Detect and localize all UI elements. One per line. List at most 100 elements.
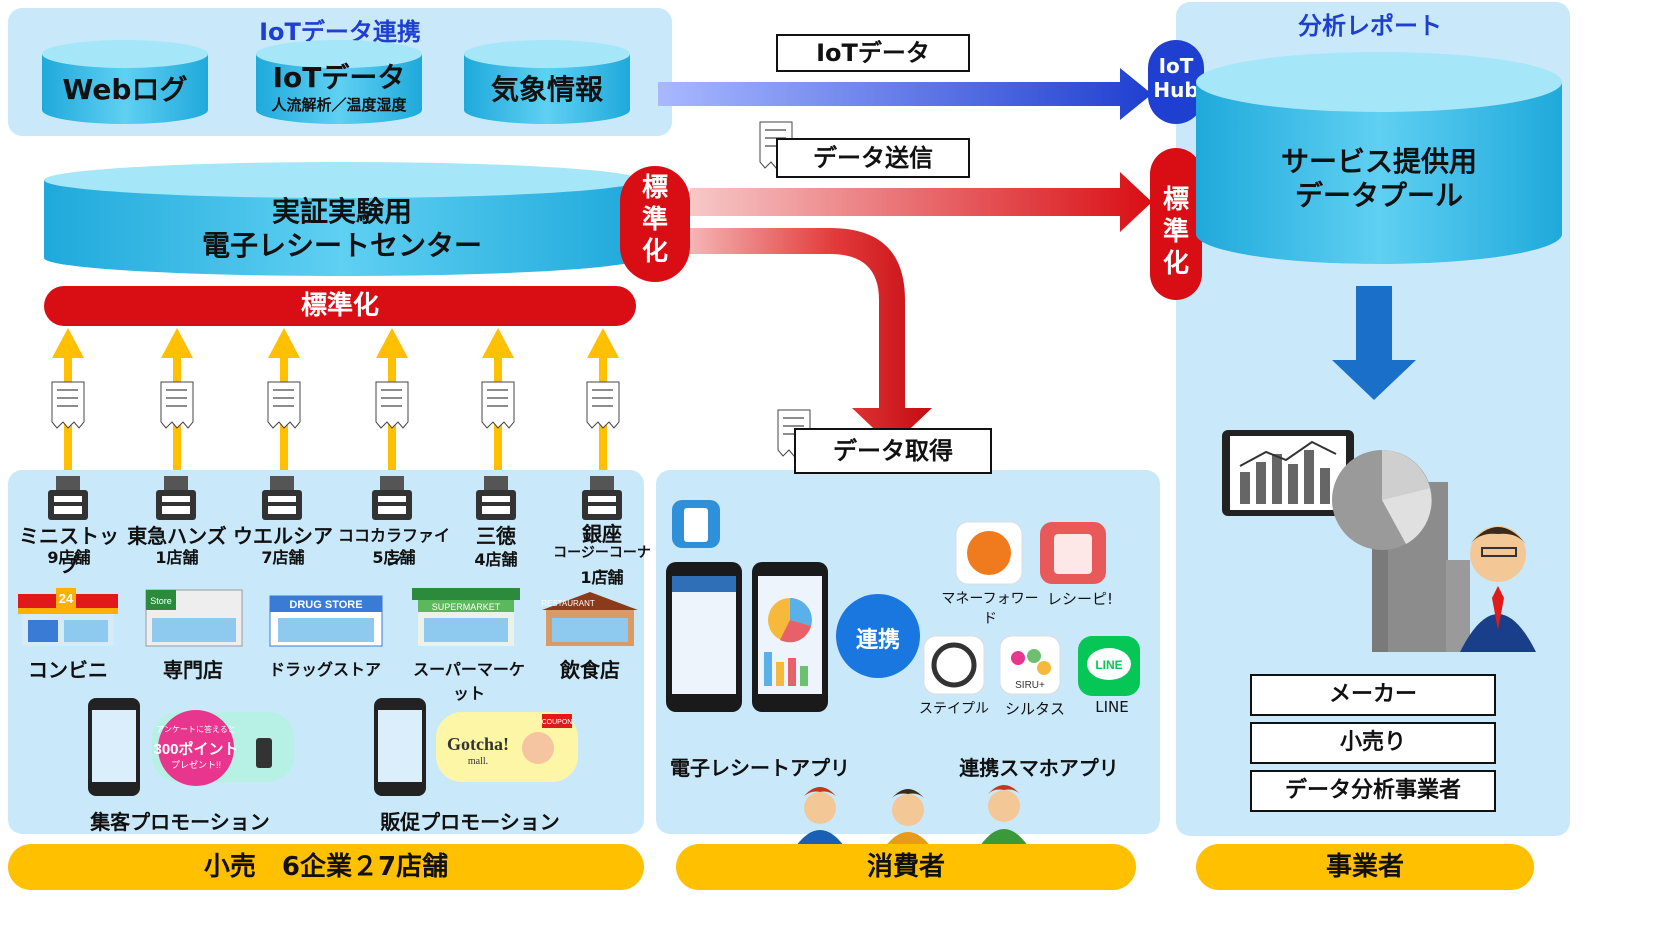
data-send-arrow bbox=[690, 172, 1152, 232]
app-label-line: LINE bbox=[1095, 698, 1129, 716]
restaurant-sign: RESTAURANT bbox=[541, 599, 595, 608]
tablet-chart-icon bbox=[1222, 430, 1354, 516]
report-panel-title: 分析レポート bbox=[1298, 12, 1442, 40]
store-5-name: 三徳 bbox=[476, 524, 516, 548]
pill-char-1: 標 bbox=[641, 173, 668, 203]
store-type-specialty: 専門店 bbox=[163, 658, 223, 682]
store-6-name: 銀座 bbox=[582, 522, 622, 546]
data-pool-line2: データプール bbox=[1294, 179, 1463, 212]
points-banner-icon: アンケートに答えると 300ポイント プレゼント!! bbox=[152, 710, 294, 786]
siru-icon: SIRU+ bbox=[999, 635, 1061, 695]
data-pool-line1: サービス提供用 bbox=[1280, 145, 1477, 178]
coupon-text: COUPON bbox=[542, 719, 573, 726]
store-2-count: 1店舗 bbox=[155, 548, 199, 567]
store-type-drug: ドラッグストア bbox=[268, 660, 381, 679]
business-footer: 事業者 bbox=[1196, 844, 1534, 890]
role-maker: メーカー bbox=[1250, 674, 1496, 716]
pill-char-2: 準 bbox=[641, 205, 668, 235]
receipt-phone-right-icon bbox=[752, 562, 828, 712]
report-graphics bbox=[1222, 430, 1536, 652]
role-retail: 小売り bbox=[1250, 722, 1496, 764]
link-apps-label: 連携スマホアプリ bbox=[959, 756, 1119, 780]
web-log-label: Webログ bbox=[62, 73, 188, 106]
store-type-restaurant: 飲食店 bbox=[560, 658, 620, 682]
app-label-siru: シルタス bbox=[1004, 700, 1065, 718]
store-4-name: ココカラファイン bbox=[337, 526, 450, 569]
receipt-center-cylinder: 実証実験用 電子レシートセンター bbox=[44, 162, 640, 278]
receipt-phone-left-icon bbox=[666, 562, 742, 712]
standardize-bar: 標準化 bbox=[44, 286, 636, 326]
report-pill-char-2: 準 bbox=[1162, 217, 1189, 247]
consumer-person-2-icon bbox=[884, 789, 932, 848]
promo-phone-2-icon bbox=[374, 698, 426, 796]
iot-flow-arrow bbox=[658, 68, 1152, 120]
points-small-text: アンケートに答えると bbox=[156, 724, 235, 734]
link-badge-label: 連携 bbox=[855, 628, 900, 653]
sales-promotion-label: 販促プロモーション bbox=[380, 810, 560, 834]
iot-hub-line1: IoT bbox=[1158, 54, 1194, 78]
restaurant-icon: RESTAURANT bbox=[541, 592, 638, 646]
weather-label: 気象情報 bbox=[490, 73, 603, 106]
consumer-graphics: SIRU+ LINE bbox=[666, 500, 1140, 848]
app-label-recipe: レシーピ! bbox=[1046, 590, 1113, 608]
report-pill-char-1: 標 bbox=[1162, 185, 1189, 215]
drug-sign: DRUG STORE bbox=[289, 599, 362, 611]
app-label-money-forward: マネーフォワード bbox=[941, 591, 1039, 627]
store-type-super: スーパーマーケット bbox=[413, 660, 525, 703]
report-standardize-pill: 標 準 化 bbox=[1150, 148, 1202, 300]
store-5-count: 4店舗 bbox=[474, 550, 518, 569]
specialty-store-icon: Store bbox=[145, 589, 243, 647]
store-buildings: 24 Store DRUG STORE SUPERMARKET RESTAURA… bbox=[18, 588, 638, 647]
points-big-text: 300ポイント bbox=[153, 740, 238, 758]
super-sign: SUPERMARKET bbox=[432, 602, 501, 612]
center-standardize-pill: 標 準 化 bbox=[620, 166, 690, 282]
web-log-cylinder: Webログ bbox=[42, 40, 208, 124]
convenience-sign: 24 bbox=[59, 591, 74, 606]
receipt-app-label: 電子レシートアプリ bbox=[670, 756, 850, 780]
app-label-staple: ステイプル bbox=[919, 701, 989, 717]
consumer-person-3-icon bbox=[980, 785, 1028, 846]
recipe-icon bbox=[1040, 522, 1106, 584]
siru-logo-text: SIRU+ bbox=[1015, 680, 1045, 691]
receipt-app-icon bbox=[672, 500, 720, 548]
data-get-label: データ取得 bbox=[794, 428, 992, 474]
gotcha-sub-text: mall. bbox=[468, 756, 488, 767]
line-icon: LINE bbox=[1078, 636, 1140, 696]
store-1-name: ミニストップ bbox=[19, 524, 119, 577]
receipt-center-line1: 実証実験用 bbox=[271, 195, 412, 228]
role-data-analyst: データ分析事業者 bbox=[1250, 770, 1496, 812]
pill-char-3: 化 bbox=[641, 237, 668, 267]
specialty-sign: Store bbox=[150, 596, 172, 606]
staple-icon bbox=[923, 635, 985, 695]
store-3-count: 7店舗 bbox=[261, 548, 305, 567]
consumer-person-1-icon bbox=[796, 787, 844, 846]
iot-data-cylinder: IoTデータ 人流解析／温度湿度 bbox=[256, 40, 422, 124]
iot-hub-badge: IoT Hub bbox=[1148, 40, 1204, 124]
points-tail-text: プレゼント!! bbox=[171, 759, 221, 770]
gotcha-text: Gotcha! bbox=[447, 734, 509, 754]
pie-chart-icon bbox=[1332, 450, 1432, 550]
data-pool-cylinder: サービス提供用 データプール bbox=[1196, 52, 1562, 264]
store-3-name: ウエルシア bbox=[233, 524, 333, 548]
receipt-center-line2: 電子レシートセンター bbox=[201, 229, 482, 262]
report-pill-char-3: 化 bbox=[1162, 249, 1189, 279]
store-1-count: 9店舗 bbox=[47, 548, 91, 567]
supermarket-icon: SUPERMARKET bbox=[412, 588, 520, 646]
money-forward-icon bbox=[955, 521, 1023, 585]
weather-cylinder: 気象情報 bbox=[464, 40, 630, 124]
business-person-icon bbox=[1460, 526, 1536, 652]
convenience-store-icon: 24 bbox=[18, 588, 118, 646]
store-2-name: 東急ハンズ bbox=[127, 524, 227, 548]
drug-store-icon: DRUG STORE bbox=[269, 595, 383, 647]
gotcha-banner-icon: Gotcha! mall. COUPON bbox=[436, 712, 578, 782]
store-6-count: 1店舗 bbox=[580, 568, 624, 587]
retail-footer: 小売 6企業２7店舗 bbox=[8, 844, 644, 890]
store-4-count: 5店舗 bbox=[372, 548, 416, 567]
iot-hub-line2: Hub bbox=[1153, 78, 1199, 102]
iot-data-label: IoTデータ bbox=[272, 61, 406, 94]
iot-data-flow-label: IoTデータ bbox=[776, 34, 970, 72]
iot-data-sublabel: 人流解析／温度湿度 bbox=[271, 96, 407, 114]
promotion-graphics: アンケートに答えると 300ポイント プレゼント!! Gotcha! mall.… bbox=[88, 698, 578, 796]
line-logo-text: LINE bbox=[1095, 658, 1122, 672]
